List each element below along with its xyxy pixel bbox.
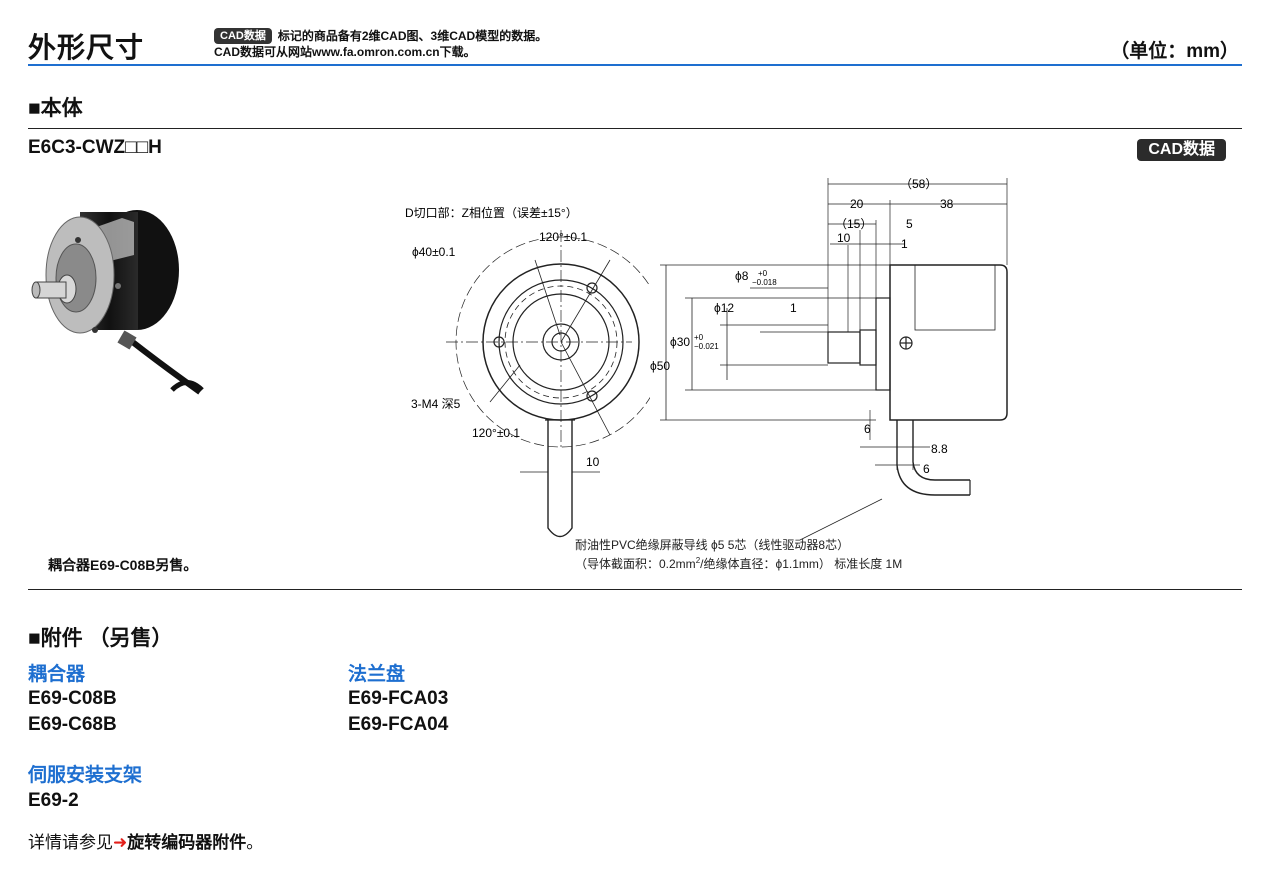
front-view-drawing: D切口部：Z相位置（误差±15°） 120°±0.1 ϕ40±0.1 3-M4 … [405,205,650,538]
detail-line: 详情请参见➜旋转编码器附件。 [28,833,264,852]
cable-note: 耐油性PVC绝缘屏蔽导线 ϕ5 5芯（线性驱动器8芯） （导体截面积：0.2mm… [575,538,902,572]
phi30-label: ϕ30 [670,335,690,349]
cad-note-line2[interactable]: CAD数据可从网站www.fa.omron.com.cn下载。 [214,45,476,59]
flange-title: 法兰盘 [348,664,406,685]
servo-title: 伺服安装支架 [28,765,143,786]
angle-top-label: 120°±0.1 [539,230,587,244]
angle-bottom-label: 120°±0.1 [472,426,520,440]
dim-38-label: 38 [940,197,954,211]
screw-label: 3-M4 深5 [411,397,461,411]
cable-leader [799,498,883,541]
dim-10-label: 10 [837,231,851,245]
flange-item-2: E69-FCA04 [348,714,449,735]
phi12-label: ϕ12 [714,301,734,315]
arrow-right-icon: ➜ [113,833,128,852]
unit-label: （单位：mm） [1110,41,1239,62]
section-title-accessories: ■附件 （另售） [28,627,173,650]
servo-item-1: E69-2 [28,790,79,811]
phi30-tol-lower: −0.021 [694,342,719,351]
cad-data-button[interactable]: CAD数据 [1137,139,1226,161]
dim-15-label: （15） [835,217,872,231]
page-title: 外形尺寸 [28,32,145,63]
phi8-tol-lower: −0.018 [752,278,777,287]
dim-5-label: 5 [906,217,913,231]
phi8-label: ϕ8 [735,269,749,283]
dia40-label: ϕ40±0.1 [412,245,456,259]
dim-1b-label: 1 [790,301,797,315]
product-photo [31,210,204,395]
encoder-accessories-link[interactable]: 旋转编码器附件 [127,833,247,852]
model-number: E6C3-CWZ□□H [28,137,162,158]
section-divider-bottom [28,589,1242,590]
coupling-note: 耦合器E69-C08B另售。 [48,557,198,573]
cable-note-line2: （导体截面积：0.2mm2/绝缘体直径：ϕ1.1mm） 标准长度 1M [575,556,903,571]
coupling-title: 耦合器 [28,664,86,685]
dim-58-label: （58） [900,177,937,191]
cad-note: CAD数据 标记的商品备有2维CAD图、3维CAD模型的数据。 CAD数据可从网… [214,28,547,60]
cable-note-line1: 耐油性PVC绝缘屏蔽导线 ϕ5 5芯（线性驱动器8芯） [575,538,850,552]
cad-note-line1: 标记的商品备有2维CAD图、3维CAD模型的数据。 [277,29,548,43]
header-divider [28,64,1242,66]
coupling-item-2: E69-C68B [28,714,117,735]
dim10-label: 10 [586,455,600,469]
section-title-body: ■本体 [28,97,83,120]
flange-item-1: E69-FCA03 [348,688,449,709]
dim-6a-label: 6 [864,422,871,436]
side-view-drawing: （58） 20 38 （15） 5 10 1 ϕ8 +0 −0.018 ϕ12 … [650,177,1008,496]
dim-1a-label: 1 [901,237,908,251]
dim-8-8-label: 8.8 [931,442,948,456]
section-divider [28,128,1242,129]
cad-badge-small: CAD数据 [214,28,272,44]
coupling-item-1: E69-C08B [28,688,117,709]
dim-6b-label: 6 [923,462,930,476]
d-cut-label: D切口部：Z相位置（误差±15°） [405,205,578,220]
dim-20-label: 20 [850,197,864,211]
phi8-tol-upper: +0 [758,269,768,278]
phi50-label: ϕ50 [650,359,670,373]
phi30-tol-upper: +0 [694,333,704,342]
